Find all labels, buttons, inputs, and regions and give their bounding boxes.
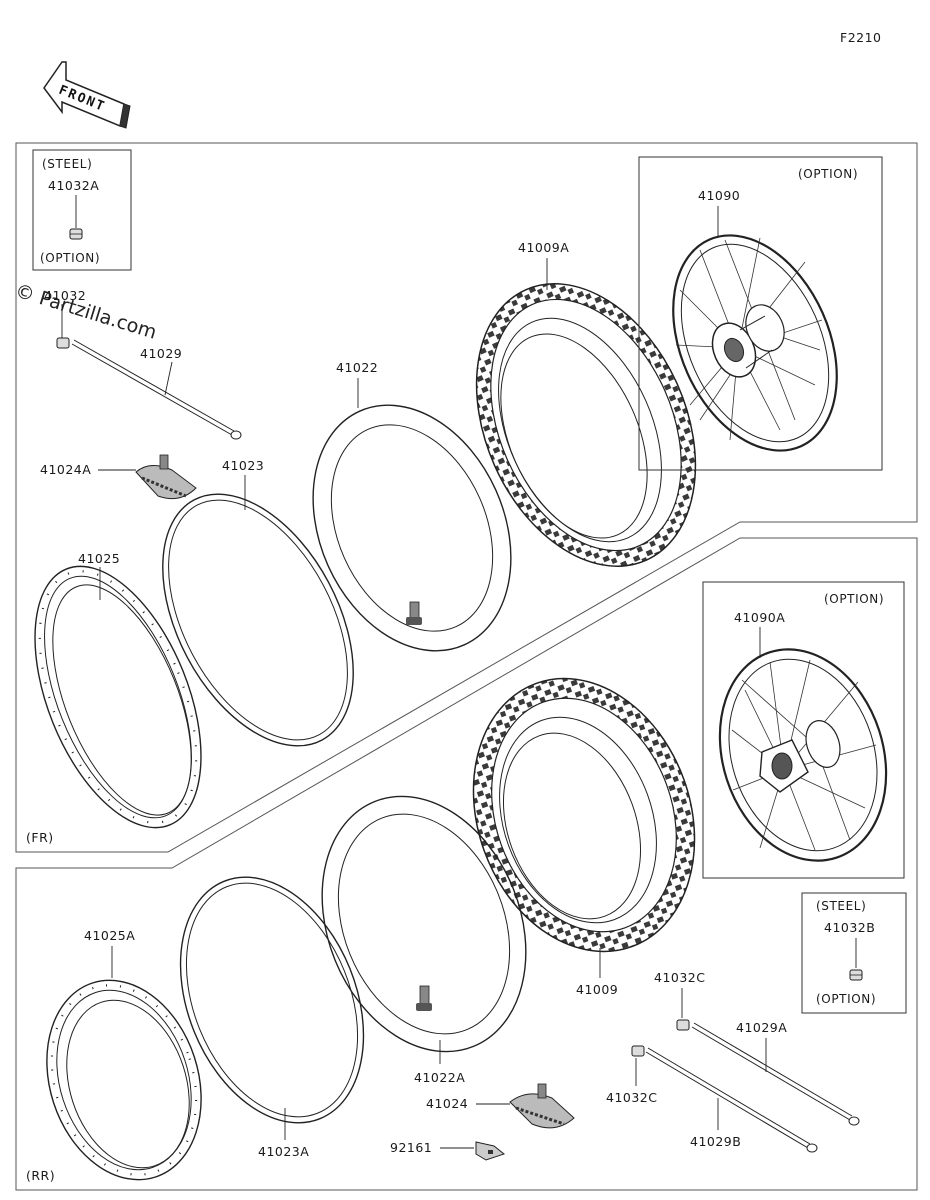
rim-band-41023A xyxy=(179,876,365,1124)
option-box-front-wheel xyxy=(638,156,883,471)
part-41090-label: 41090 xyxy=(698,188,740,203)
rim-lock-41024 xyxy=(509,1083,575,1129)
option-box-rear-wheel xyxy=(702,581,905,879)
steel-note-front: (STEEL) xyxy=(42,157,92,171)
spoke-41029 xyxy=(71,339,242,440)
part-41025-label: 41025 xyxy=(78,551,120,566)
valve-cap-41032A xyxy=(69,228,83,240)
front-section-panel xyxy=(15,142,918,853)
part-41032B-label: 41032B xyxy=(824,920,875,935)
part-41032C-label-top: 41032C xyxy=(654,970,706,985)
front-rim-41025 xyxy=(34,565,202,829)
rear-section-panel xyxy=(15,537,918,1191)
part-92161-label: 92161 xyxy=(390,1140,432,1155)
part-41090A-label: 41090A xyxy=(734,610,785,625)
steel-valve-box-front xyxy=(32,149,132,271)
rim-lock-41024A xyxy=(135,454,197,500)
part-41032A-label: 41032A xyxy=(48,178,99,193)
option-note-front-valve: (OPTION) xyxy=(40,251,100,265)
front-section-label: (FR) xyxy=(26,830,54,845)
option-note-front-wheel: (OPTION) xyxy=(798,167,858,181)
part-41023A-label: 41023A xyxy=(258,1144,309,1159)
front-arrow-icon: FRONT xyxy=(43,61,131,129)
valve-cap-41032B xyxy=(849,969,863,981)
part-41024-label: 41024 xyxy=(426,1096,468,1111)
part-41032-label: 41032 xyxy=(44,288,86,303)
rear-section-label: (RR) xyxy=(26,1168,55,1183)
tube-41022 xyxy=(312,404,512,652)
spoke-41029B xyxy=(645,1047,818,1153)
rear-tire-41009 xyxy=(472,677,696,953)
rear-rim-41025A xyxy=(46,979,202,1181)
front-wheel-41090 xyxy=(672,234,838,452)
option-note-rear-wheel: (OPTION) xyxy=(824,592,884,606)
figure-code: F2210 xyxy=(840,30,882,45)
valve-cap-41032C-top xyxy=(676,1019,690,1031)
steel-valve-box-rear xyxy=(801,892,907,1014)
part-41023-label: 41023 xyxy=(222,458,264,473)
part-41029A-label: 41029A xyxy=(736,1020,787,1035)
steel-note-rear: (STEEL) xyxy=(816,899,866,913)
valve-cap-41032 xyxy=(56,337,70,349)
option-note-rear-valve: (OPTION) xyxy=(816,992,876,1006)
part-41032C-label-bottom: 41032C xyxy=(606,1090,658,1105)
rear-wheel-41090A xyxy=(718,648,888,862)
tube-41022A xyxy=(321,795,527,1053)
spoke-41029A xyxy=(691,1022,860,1126)
part-41009A-label: 41009A xyxy=(518,240,569,255)
part-41029-label: 41029 xyxy=(140,346,182,361)
front-tire-41009A xyxy=(475,283,697,567)
part-41024A-label: 41024A xyxy=(40,462,91,477)
part-41029B-label: 41029B xyxy=(690,1134,741,1149)
part-41022-label: 41022 xyxy=(336,360,378,375)
part-41025A-label: 41025A xyxy=(84,928,135,943)
collar-92161 xyxy=(475,1141,506,1161)
valve-cap-41032C-bottom xyxy=(631,1045,645,1057)
part-41022A-label: 41022A xyxy=(414,1070,465,1085)
part-41009-label: 41009 xyxy=(576,982,618,997)
rim-band-41023 xyxy=(162,493,354,747)
